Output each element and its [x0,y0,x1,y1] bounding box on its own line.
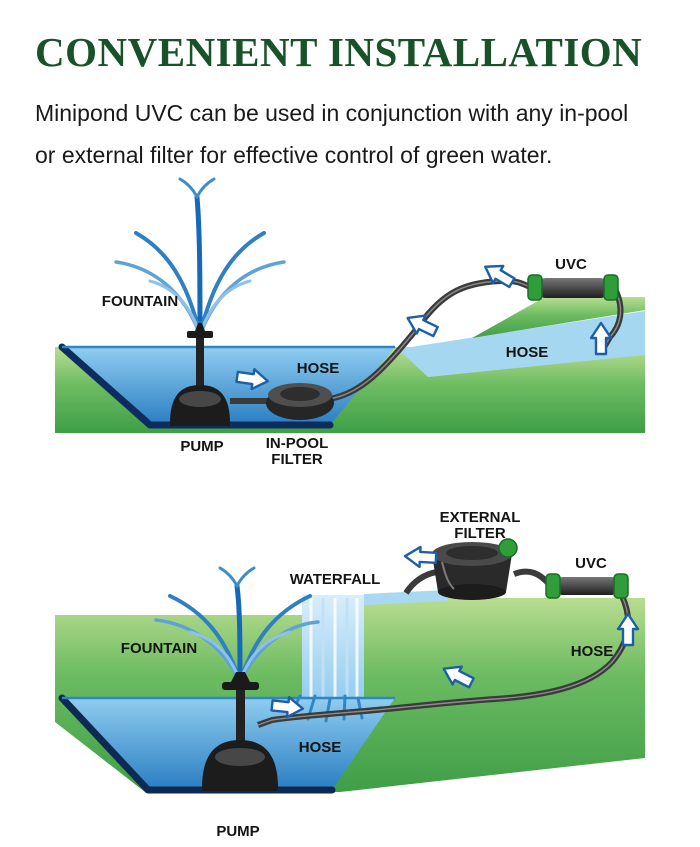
label-fountain: FOUNTAIN [102,293,178,310]
inpool-filter-device [266,383,334,420]
waterfall-top-pool [364,590,447,605]
waterfall [302,595,364,701]
hose-filter-to-uvc [512,568,552,587]
label-external-filter: FILTER [454,525,506,542]
label-uvc: UVC [555,256,587,273]
hose-filter-outlet [403,569,438,595]
pump-device [170,323,230,426]
uvc-unit [545,573,629,599]
page-subtitle: Minipond UVC can be used in conjunction … [35,92,685,176]
label-hose-right: HOSE [571,643,614,660]
fountain-spray [114,177,286,342]
external-filter-device [432,538,518,600]
fountain-spray [154,566,320,689]
label-pump: PUMP [180,438,223,455]
stream-water [398,311,645,377]
label-inpool-filter: IN-POOL [266,435,329,452]
label-hose-mid: HOSE [297,360,340,377]
subtitle-line-1: Minipond UVC can be used in conjunction … [35,100,629,126]
diagram-inpool-setup: FOUNTAIN HOSE UVC HOSE PUMP IN-POOL FILT… [55,177,645,468]
label-fountain: FOUNTAIN [121,640,197,657]
label-pump: PUMP [216,823,259,840]
label-hose-right: HOSE [506,344,549,361]
label-external-filter: EXTERNAL [440,509,521,526]
hose-filter-to-uvc [327,277,534,402]
uvc-unit [527,274,619,301]
grass-plateau [472,297,645,338]
label-waterfall: WATERFALL [290,571,381,588]
label-uvc: UVC [575,555,607,572]
pump-device [202,672,278,791]
flow-arrow-icon [478,256,519,293]
hose-uvc-to-pump [256,594,632,728]
diagram-external-setup: EXTERNAL FILTER WATERFALL UVC FOUNTAIN H… [55,509,645,840]
label-hose-mid: HOSE [299,739,342,756]
label-inpool-filter: FILTER [271,451,323,468]
subtitle-line-2: or external filter for effective control… [35,142,553,168]
page-title: CONVENIENT INSTALLATION [35,29,643,75]
flow-arrow-icon [403,544,438,569]
